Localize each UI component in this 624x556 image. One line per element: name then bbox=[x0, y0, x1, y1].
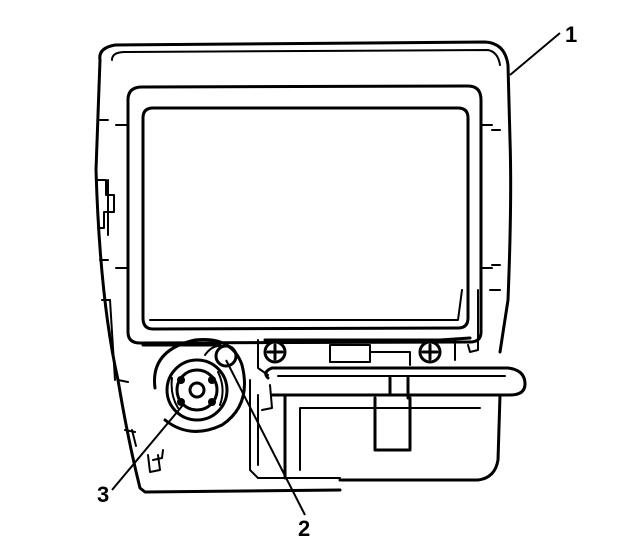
release-handle bbox=[261, 366, 527, 482]
callout-1: 1 bbox=[565, 22, 577, 47]
callout-3: 3 bbox=[97, 482, 109, 507]
callout-2: 2 bbox=[298, 516, 310, 541]
leader-line-2 bbox=[225, 359, 306, 516]
leader-line-1 bbox=[509, 32, 561, 76]
retaining-clip bbox=[131, 429, 164, 473]
leader-line-3 bbox=[111, 404, 184, 491]
console-trim-panel bbox=[94, 40, 513, 494]
rotary-knob bbox=[153, 338, 246, 433]
display-frame bbox=[115, 84, 493, 345]
screw-left bbox=[263, 340, 287, 364]
indicator-button bbox=[204, 344, 238, 368]
screw-right bbox=[418, 340, 442, 364]
display-panel bbox=[141, 106, 470, 331]
